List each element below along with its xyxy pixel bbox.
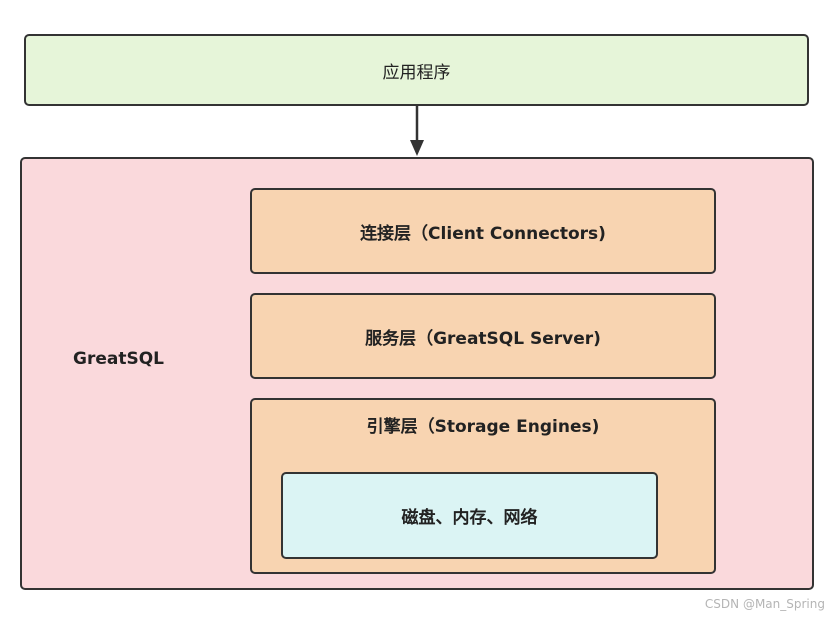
- server-layer-box: 服务层（GreatSQL Server): [250, 293, 716, 379]
- connector-layer-label: 连接层（Client Connectors): [360, 223, 606, 244]
- storage-box: 磁盘、内存、网络: [281, 472, 658, 559]
- server-layer-label: 服务层（GreatSQL Server): [365, 328, 601, 349]
- watermark: CSDN @Man_Spring: [704, 597, 825, 611]
- connector-layer-box: 连接层（Client Connectors): [250, 188, 716, 274]
- storage-label: 磁盘、内存、网络: [401, 508, 538, 528]
- engine-layer-label: 引擎层（Storage Engines): [366, 417, 600, 437]
- application-box: 应用程序: [24, 34, 809, 106]
- down-arrow-icon: [410, 106, 424, 156]
- application-label: 应用程序: [382, 62, 451, 83]
- greatsql-label: GreatSQL: [73, 349, 164, 369]
